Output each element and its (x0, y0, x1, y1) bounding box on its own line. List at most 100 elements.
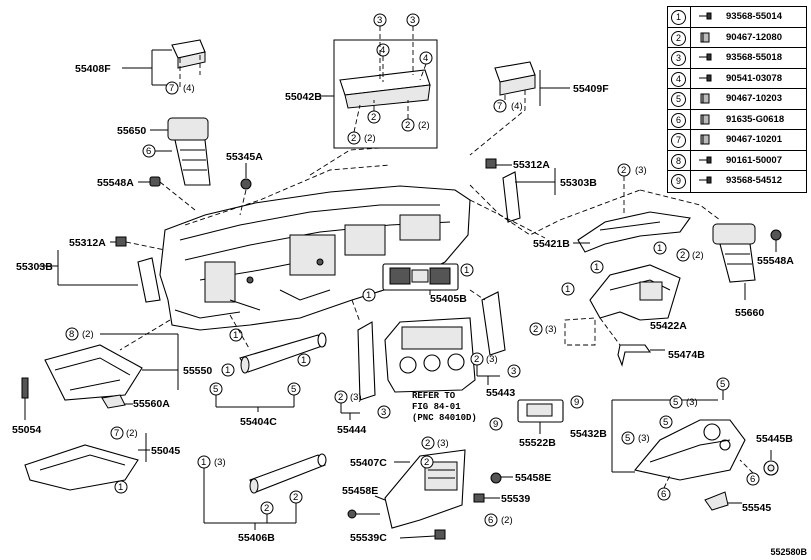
label-55409F: 55409F (573, 83, 609, 95)
svg-text:7: 7 (114, 428, 119, 439)
legend-part-number: 93568-55014 (726, 11, 782, 22)
label-55303B-right: 55303B (560, 177, 597, 189)
legend-row: 7 90467-10201 (668, 130, 806, 151)
svg-text:3: 3 (410, 15, 415, 26)
label-55545: 55545 (742, 502, 771, 514)
label-55560A: 55560A (133, 398, 170, 410)
svg-text:5: 5 (625, 433, 630, 444)
svg-text:4: 4 (380, 45, 385, 56)
svg-text:7: 7 (497, 101, 502, 112)
legend-part-number: 90467-10203 (726, 93, 782, 104)
legend-index: 6 (671, 112, 686, 128)
part-55407C (384, 449, 466, 529)
svg-text:2: 2 (405, 120, 410, 131)
svg-text:5: 5 (720, 379, 725, 390)
label-55054: 55054 (12, 424, 41, 436)
label-55458E-left: 55458E (342, 485, 378, 497)
screw-icon (699, 156, 712, 163)
legend-index: 3 (671, 51, 686, 66)
svg-text:1: 1 (464, 265, 469, 276)
part-55408F (171, 39, 206, 69)
svg-text:1: 1 (657, 243, 662, 254)
screw-icon (699, 12, 712, 20)
svg-text:3: 3 (381, 407, 386, 418)
label-55406B: 55406B (238, 532, 275, 544)
label-55312A-left: 55312A (69, 237, 106, 249)
label-55443: 55443 (486, 387, 515, 399)
part-55550 (44, 344, 143, 401)
label-55408F: 55408F (75, 63, 111, 75)
svg-text:2: 2 (474, 354, 479, 365)
svg-text:2: 2 (533, 324, 538, 335)
instrument-panel (159, 185, 471, 331)
svg-text:6: 6 (750, 474, 755, 485)
legend-index: 4 (671, 71, 686, 87)
legend-part-number: 90161-50007 (726, 154, 782, 166)
part-55650 (167, 117, 211, 186)
label-55312A-right: 55312A (513, 159, 550, 171)
legend-part-number: 91635-G0618 (726, 113, 785, 125)
svg-text:1: 1 (225, 365, 230, 376)
part-55409F (494, 61, 536, 96)
legend-index: 2 (671, 30, 686, 46)
svg-text:(3): (3) (350, 392, 362, 403)
part-55406B (249, 453, 327, 494)
legend-row: 9 93568-54512 (668, 171, 806, 192)
svg-text:5: 5 (663, 417, 668, 428)
fastener-legend-table: 1 93568-55014 2 90467-12080 3 93568-5501… (667, 6, 807, 193)
svg-text:(4): (4) (511, 101, 523, 112)
label-55650: 55650 (117, 125, 146, 137)
label-55548A-left: 55548A (97, 177, 134, 189)
label-55474B: 55474B (668, 349, 705, 361)
label-55042B: 55042B (285, 91, 322, 103)
legend-row: 6 91635-G0618 (668, 109, 806, 130)
svg-text:2: 2 (371, 112, 376, 123)
legend-part-number: 93568-55018 (726, 52, 782, 63)
svg-text:3: 3 (377, 15, 382, 26)
clip-icon (700, 114, 710, 124)
svg-text:2: 2 (424, 457, 429, 468)
svg-text:6: 6 (661, 489, 666, 500)
label-55445B: 55445B (756, 433, 793, 445)
part-55660 (712, 223, 756, 283)
legend-index: 5 (671, 92, 686, 107)
legend-row: 2 90467-12080 (668, 27, 806, 48)
screw-icon (699, 53, 712, 61)
svg-text:(2): (2) (82, 329, 94, 340)
label-55444: 55444 (337, 424, 366, 436)
clip-icon (700, 134, 710, 145)
svg-text:9: 9 (574, 397, 579, 408)
part-55422A (589, 264, 681, 321)
legend-row: 4 90541-03078 (668, 68, 806, 89)
label-55539C: 55539C (350, 532, 387, 544)
label-55522B: 55522B (519, 437, 556, 449)
legend-index: 9 (671, 174, 686, 189)
svg-text:(3): (3) (545, 324, 557, 335)
legend-row: 8 90161-50007 (668, 150, 806, 171)
svg-text:6: 6 (488, 515, 493, 526)
label-55303B-left: 55303B (16, 261, 53, 273)
legend-index: 1 (671, 10, 686, 25)
svg-text:(3): (3) (638, 433, 650, 444)
legend-part-number: 90541-03078 (726, 72, 782, 84)
legend-part-number: 90467-12080 (726, 31, 782, 43)
label-55458E-right: 55458E (515, 472, 551, 484)
part-55404C (239, 332, 327, 374)
qty-55408F: (4) (183, 83, 195, 94)
svg-text:5: 5 (673, 397, 678, 408)
svg-text:1: 1 (565, 284, 570, 295)
svg-text:1: 1 (301, 355, 306, 366)
label-55432B: 55432B (570, 428, 607, 440)
svg-text:3: 3 (511, 366, 516, 377)
svg-text:(2): (2) (418, 120, 430, 131)
svg-text:8: 8 (69, 329, 74, 340)
legend-row: 5 90467-10203 (668, 89, 806, 110)
refer-line-2: FIG 84-01 (412, 402, 461, 412)
radio-bezel (384, 317, 476, 393)
label-55550: 55550 (183, 365, 212, 377)
label-55539: 55539 (501, 493, 530, 505)
label-55422A: 55422A (650, 320, 687, 332)
part-55405B (382, 263, 459, 291)
screw-icon (699, 176, 712, 184)
svg-text:7: 7 (169, 83, 174, 94)
